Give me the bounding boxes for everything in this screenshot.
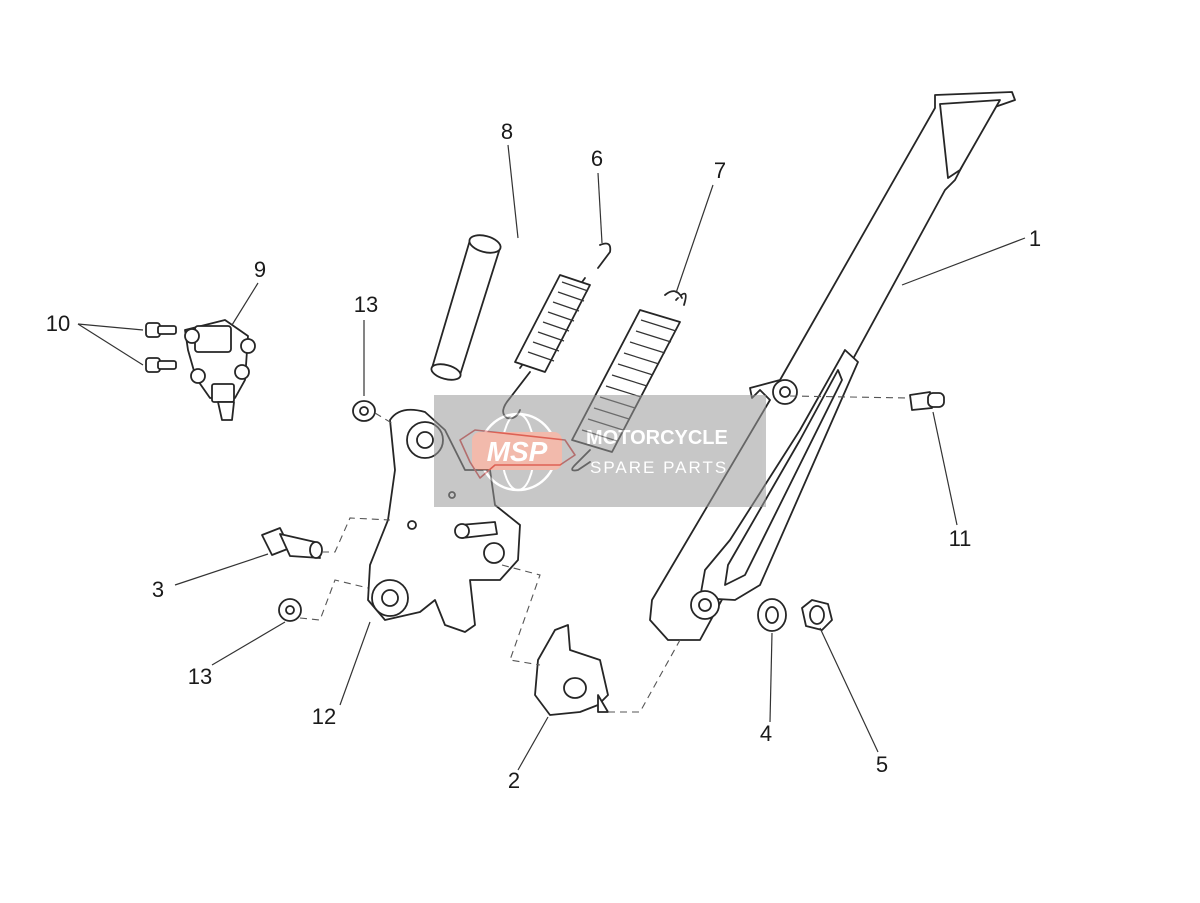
- washer-top[interactable]: [352, 400, 376, 422]
- watermark: MSP MOTORCYCLE SPARE PARTS: [434, 395, 766, 507]
- callout-labels: 1 2 3 4 5 6 7 8 9 10 11 12 13 13: [46, 119, 1041, 793]
- callout-5[interactable]: 5: [876, 752, 888, 777]
- callout-10[interactable]: 10: [46, 311, 70, 336]
- callout-7[interactable]: 7: [714, 158, 726, 183]
- small-bolt[interactable]: [909, 391, 945, 411]
- pivot-pin[interactable]: [261, 527, 323, 559]
- small-spring[interactable]: [502, 242, 612, 420]
- washer-stand[interactable]: [757, 598, 787, 632]
- watermark-subtitle: SPARE PARTS: [590, 458, 728, 477]
- callout-8[interactable]: 8: [501, 119, 513, 144]
- callout-12[interactable]: 12: [312, 704, 336, 729]
- leader-lines: [77, 144, 1026, 771]
- side-stand-leg[interactable]: [649, 91, 1016, 641]
- callout-3[interactable]: 3: [152, 577, 164, 602]
- switch-screws[interactable]: [145, 322, 177, 373]
- callout-11[interactable]: 11: [949, 526, 972, 551]
- callout-4[interactable]: 4: [760, 721, 772, 746]
- callout-13-bottom[interactable]: 13: [188, 664, 212, 689]
- callout-1[interactable]: 1: [1029, 226, 1041, 251]
- washer-bottom[interactable]: [278, 598, 302, 622]
- callout-9[interactable]: 9: [254, 257, 266, 282]
- watermark-title: MOTORCYCLE: [586, 427, 728, 449]
- sleeve-tube[interactable]: [430, 232, 503, 383]
- callout-6[interactable]: 6: [591, 146, 603, 171]
- stop-bracket[interactable]: [534, 624, 609, 716]
- watermark-badge-text: MSP: [487, 436, 548, 467]
- side-stand-switch[interactable]: [184, 319, 256, 421]
- assembly-dashed-lines: [299, 395, 911, 713]
- callout-13-top[interactable]: 13: [354, 292, 378, 317]
- msp-badge: [472, 432, 562, 470]
- callout-2[interactable]: 2: [508, 768, 520, 793]
- stand-nut[interactable]: [801, 599, 833, 631]
